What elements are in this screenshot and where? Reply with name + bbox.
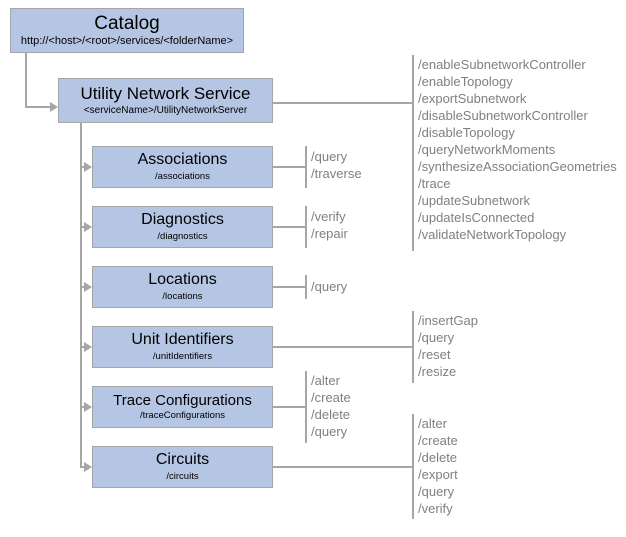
- node-catalog[interactable]: Catalog http://<host>/<root>/services/<f…: [10, 8, 244, 53]
- connector-spine-to-diagnostics: [80, 226, 86, 228]
- node-catalog-title: Catalog: [94, 12, 160, 34]
- connector-circuits-to-ops: [272, 466, 413, 468]
- operation-item[interactable]: /repair: [311, 226, 348, 241]
- operation-item[interactable]: /enableTopology: [418, 74, 513, 89]
- node-locations[interactable]: Locations /locations: [92, 266, 273, 308]
- bracket-traceconfigurations-ops: [305, 371, 307, 443]
- bracket-diagnostics-ops: [305, 206, 307, 248]
- operation-item[interactable]: /reset: [418, 347, 451, 362]
- node-unit-identifiers-path: /unitIdentifiers: [152, 350, 213, 362]
- connector-associations-to-ops: [272, 166, 306, 168]
- bracket-service-ops: [412, 55, 414, 251]
- operations-list-service: /enableSubnetworkController/enableTopolo…: [418, 56, 617, 243]
- operation-item[interactable]: /traverse: [311, 166, 362, 181]
- arrowhead-diagnostics: [84, 222, 92, 232]
- connector-unitidentifiers-to-ops: [272, 346, 413, 348]
- operation-item[interactable]: /alter: [418, 416, 447, 431]
- node-unit-identifiers-title: Unit Identifiers: [131, 331, 234, 349]
- node-unit-identifiers[interactable]: Unit Identifiers /unitIdentifiers: [92, 326, 273, 368]
- connector-catalog-to-service: [25, 106, 53, 108]
- operation-item[interactable]: /verify: [311, 209, 346, 224]
- node-trace-configurations[interactable]: Trace Configurations /traceConfiguration…: [92, 386, 273, 428]
- operation-item[interactable]: /updateSubnetwork: [418, 193, 531, 208]
- operation-item[interactable]: /synthesizeAssociationGeometries: [418, 159, 617, 174]
- operations-list-associations: /query/traverse: [311, 148, 362, 182]
- arrowhead-traceconfigurations: [84, 402, 92, 412]
- connector-spine-to-associations: [80, 166, 86, 168]
- node-diagnostics-path: /diagnostics: [157, 230, 208, 242]
- operations-list-unit-identifiers: /insertGap/query/reset/resize: [418, 312, 478, 380]
- operations-list-circuits: /alter/create/delete/export/query/verify: [418, 415, 458, 517]
- node-utility-network-service-title: Utility Network Service: [80, 83, 251, 103]
- operation-item[interactable]: /create: [418, 433, 458, 448]
- node-diagnostics-title: Diagnostics: [141, 211, 224, 229]
- connector-service-spine: [80, 123, 82, 468]
- operation-item[interactable]: /queryNetworkMoments: [418, 142, 556, 157]
- node-catalog-path: http://<host>/<root>/services/<folderNam…: [20, 34, 234, 47]
- arrowhead-service: [50, 102, 58, 112]
- arrowhead-circuits: [84, 462, 92, 472]
- node-circuits[interactable]: Circuits /circuits: [92, 446, 273, 488]
- connector-locations-to-ops: [272, 286, 306, 288]
- operation-item[interactable]: /create: [311, 390, 351, 405]
- operation-item[interactable]: /validateNetworkTopology: [418, 227, 567, 242]
- operation-item[interactable]: /insertGap: [418, 313, 478, 328]
- connector-spine-to-circuits: [80, 466, 86, 468]
- operation-item[interactable]: /resize: [418, 364, 457, 379]
- operations-list-diagnostics: /verify/repair: [311, 208, 348, 242]
- node-trace-configurations-title: Trace Configurations: [113, 391, 252, 409]
- node-circuits-title: Circuits: [155, 451, 210, 469]
- operation-item[interactable]: /disableSubnetworkController: [418, 108, 588, 123]
- node-locations-title: Locations: [148, 271, 217, 289]
- connector-spine-to-unitidentifiers: [80, 346, 86, 348]
- operation-item[interactable]: /query: [418, 484, 455, 499]
- connector-service-to-ops: [272, 102, 413, 104]
- connector-traceconfigurations-to-ops: [272, 406, 306, 408]
- operation-item[interactable]: /query: [311, 149, 348, 164]
- operation-item[interactable]: /disableTopology: [418, 125, 515, 140]
- node-diagnostics[interactable]: Diagnostics /diagnostics: [92, 206, 273, 248]
- node-associations-path: /associations: [155, 170, 210, 182]
- operation-item[interactable]: /updateIsConnected: [418, 210, 535, 225]
- operation-item[interactable]: /exportSubnetwork: [418, 91, 527, 106]
- bracket-circuits-ops: [412, 414, 414, 519]
- node-circuits-path: /circuits: [166, 470, 199, 482]
- node-associations[interactable]: Associations /associations: [92, 146, 273, 188]
- operations-list-trace-configurations: /alter/create/delete/query: [311, 372, 351, 440]
- node-associations-title: Associations: [137, 151, 228, 169]
- connector-diagnostics-to-ops: [272, 226, 306, 228]
- operation-item[interactable]: /enableSubnetworkController: [418, 57, 586, 72]
- node-locations-path: /locations: [162, 290, 203, 302]
- operation-item[interactable]: /trace: [418, 176, 451, 191]
- operations-list-locations: /query: [311, 278, 347, 295]
- operation-item[interactable]: /delete: [418, 450, 458, 465]
- connector-spine-to-traceconfigurations: [80, 406, 86, 408]
- connector-catalog-down: [25, 53, 27, 107]
- bracket-locations-ops: [305, 275, 307, 299]
- bracket-associations-ops: [305, 146, 307, 188]
- node-utility-network-service[interactable]: Utility Network Service <serviceName>/Ut…: [58, 78, 273, 123]
- operation-item[interactable]: /delete: [311, 407, 351, 422]
- arrowhead-locations: [84, 282, 92, 292]
- arrowhead-unitidentifiers: [84, 342, 92, 352]
- operation-item[interactable]: /export: [418, 467, 458, 482]
- node-utility-network-service-path: <serviceName>/UtilityNetworkServer: [83, 104, 248, 116]
- operation-item[interactable]: /query: [311, 424, 348, 439]
- bracket-unitidentifiers-ops: [412, 311, 414, 383]
- connector-spine-to-locations: [80, 286, 86, 288]
- operation-item[interactable]: /verify: [418, 501, 453, 516]
- operation-item[interactable]: /query: [418, 330, 455, 345]
- arrowhead-associations: [84, 162, 92, 172]
- operation-item[interactable]: /query: [311, 279, 348, 294]
- operation-item[interactable]: /alter: [311, 373, 340, 388]
- node-trace-configurations-path: /traceConfigurations: [139, 410, 226, 422]
